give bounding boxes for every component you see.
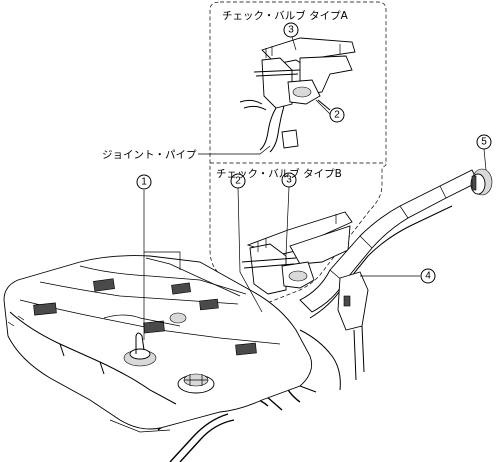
- check-valve-a-label: チェック・バルブ タイプA: [222, 9, 349, 22]
- callout-1-number: 1: [141, 177, 147, 188]
- joint-pipe-label: ジョイント・パイプ: [102, 149, 197, 161]
- callout-3-top-number: 3: [288, 25, 294, 36]
- check-valve-b-drawing: [241, 211, 353, 295]
- inset-frame: [209, 1, 387, 308]
- leader-lines: [143, 36, 487, 340]
- callout-3-top: 3: [283, 22, 299, 38]
- callout-4-number: 4: [425, 271, 431, 282]
- callout-3-bottom-number: 3: [286, 175, 292, 186]
- check-valve-b-label: チェック・バルブ タイプB: [216, 167, 342, 180]
- callout-5: 5: [476, 134, 492, 150]
- fuel-tank: [3, 255, 313, 433]
- callout-2-top: 2: [329, 107, 345, 123]
- callout-4: 4: [420, 268, 436, 284]
- callout-3-bottom: 3: [281, 172, 297, 188]
- callout-2-bottom: 2: [230, 173, 246, 189]
- callout-2-top-number: 2: [334, 110, 340, 121]
- check-valve-a-drawing: [239, 37, 356, 153]
- callout-2-bottom-number: 2: [235, 176, 241, 187]
- callout-1: 1: [136, 174, 152, 190]
- callout-5-number: 5: [481, 137, 487, 148]
